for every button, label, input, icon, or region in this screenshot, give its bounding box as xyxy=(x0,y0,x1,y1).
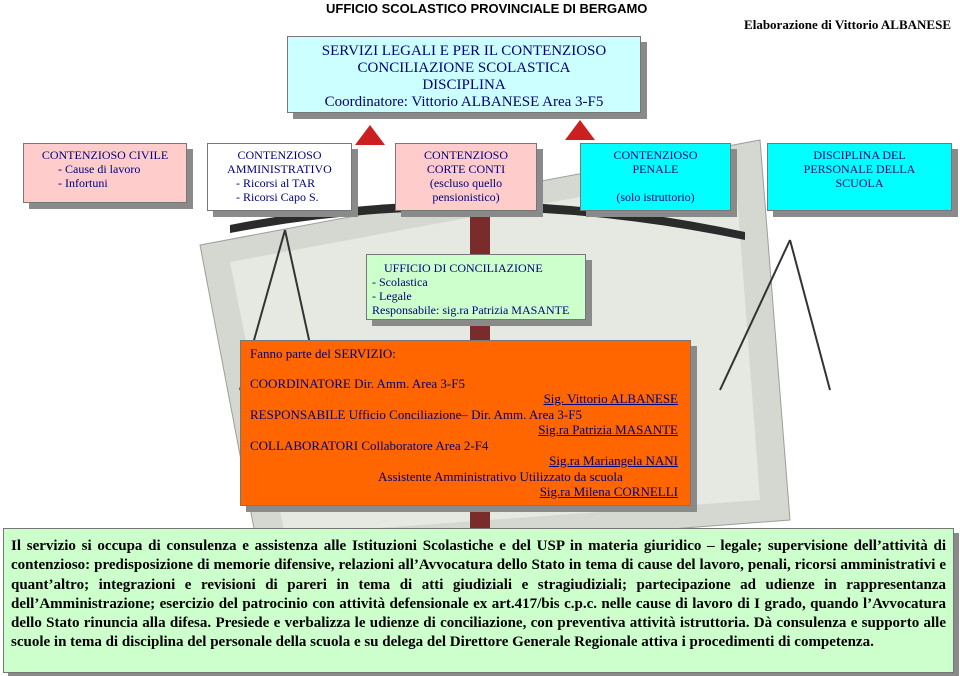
servizio-collaboratore-name: Sig.ra Mariangela NANI xyxy=(549,453,678,468)
servizio-assistente-name: Sig.ra Milena CORNELLI xyxy=(539,484,678,499)
office-title: UFFICIO SCOLASTICO PROVINCIALE DI BERGAM… xyxy=(326,1,648,16)
title-line-4: Coordinatore: Vittorio ALBANESE Area 3-F… xyxy=(324,94,604,110)
amministrativo-item: - Ricorsi al TAR xyxy=(236,176,316,190)
conciliazione-title: UFFICIO DI CONCILIAZIONE xyxy=(384,261,543,275)
servizio-responsabile: RESPONSABILE Ufficio Conciliazione– Dir.… xyxy=(250,406,582,422)
disciplina-line: SCUOLA xyxy=(835,176,884,190)
conti-line: pensionistico) xyxy=(432,190,500,204)
box-contenzioso-penale: CONTENZIOSO PENALE (solo istruttorio) xyxy=(580,143,731,211)
conciliazione-item: - Legale xyxy=(372,289,412,303)
amministrativo-title-2: AMMINISTRATIVO xyxy=(227,162,332,176)
civile-item: - Cause di lavoro xyxy=(58,162,141,176)
servizio-coordinatore: COORDINATORE Dir. Amm. Area 3-F5 xyxy=(250,375,465,391)
penale-line: (solo istruttorio) xyxy=(616,190,695,204)
box-ufficio-conciliazione: UFFICIO DI CONCILIAZIONE - Scolastica - … xyxy=(366,254,586,320)
box-disciplina-personale: DISCIPLINA DEL PERSONALE DELLA SCUOLA xyxy=(767,143,952,211)
box-contenzioso-corte-conti: CONTENZIOSO CORTE CONTI (escluso quello … xyxy=(395,143,537,211)
conciliazione-item: - Scolastica xyxy=(372,275,428,289)
title-line-2: CONCILIAZIONE SCOLASTICA xyxy=(357,60,571,76)
disciplina-line: PERSONALE DELLA xyxy=(803,162,916,176)
penale-line: PENALE xyxy=(632,162,679,176)
title-line-3: DISCIPLINA xyxy=(422,77,506,93)
conti-line: CORTE CONTI xyxy=(426,162,506,176)
servizio-coordinatore-name: Sig. Vittorio ALBANESE xyxy=(543,391,678,406)
service-title-box: SERVIZI LEGALI E PER IL CONTENZIOSO CONC… xyxy=(287,36,641,113)
conti-line: CONTENZIOSO xyxy=(424,148,508,162)
amministrativo-title: CONTENZIOSO xyxy=(237,148,322,162)
penale-line: CONTENZIOSO xyxy=(613,148,698,162)
box-componenti-servizio: Fanno parte del SERVIZIO: COORDINATORE D… xyxy=(240,340,691,506)
servizio-heading: Fanno parte del SERVIZIO: xyxy=(250,346,396,361)
servizio-responsabile-name: Sig.ra Patrizia MASANTE xyxy=(538,422,678,437)
service-description: Il servizio si occupa di consulenza e as… xyxy=(3,528,954,673)
servizio-assistente: Assistente Amministrativo Utilizzato da … xyxy=(378,468,623,484)
title-line-1: SERVIZI LEGALI E PER IL CONTENZIOSO xyxy=(321,43,607,59)
civile-title: CONTENZIOSO CIVILE xyxy=(41,148,169,162)
conti-line: (escluso quello xyxy=(429,176,503,190)
box-contenzioso-amministrativo: CONTENZIOSO AMMINISTRATIVO - Ricorsi al … xyxy=(207,143,352,211)
author-credit: Elaborazione di Vittorio ALBANESE xyxy=(744,17,951,32)
civile-item: - Infortuni xyxy=(58,176,108,190)
box-contenzioso-civile: CONTENZIOSO CIVILE - Cause di lavoro - I… xyxy=(23,143,187,203)
amministrativo-item: - Ricorsi Capo S. xyxy=(236,190,319,204)
disciplina-line: DISCIPLINA DEL xyxy=(813,148,906,162)
conciliazione-responsible: Responsabile: sig.ra Patrizia MASANTE xyxy=(372,303,570,317)
servizio-collaboratori: COLLABORATORI Collaboratore Area 2-F4 xyxy=(250,437,489,453)
